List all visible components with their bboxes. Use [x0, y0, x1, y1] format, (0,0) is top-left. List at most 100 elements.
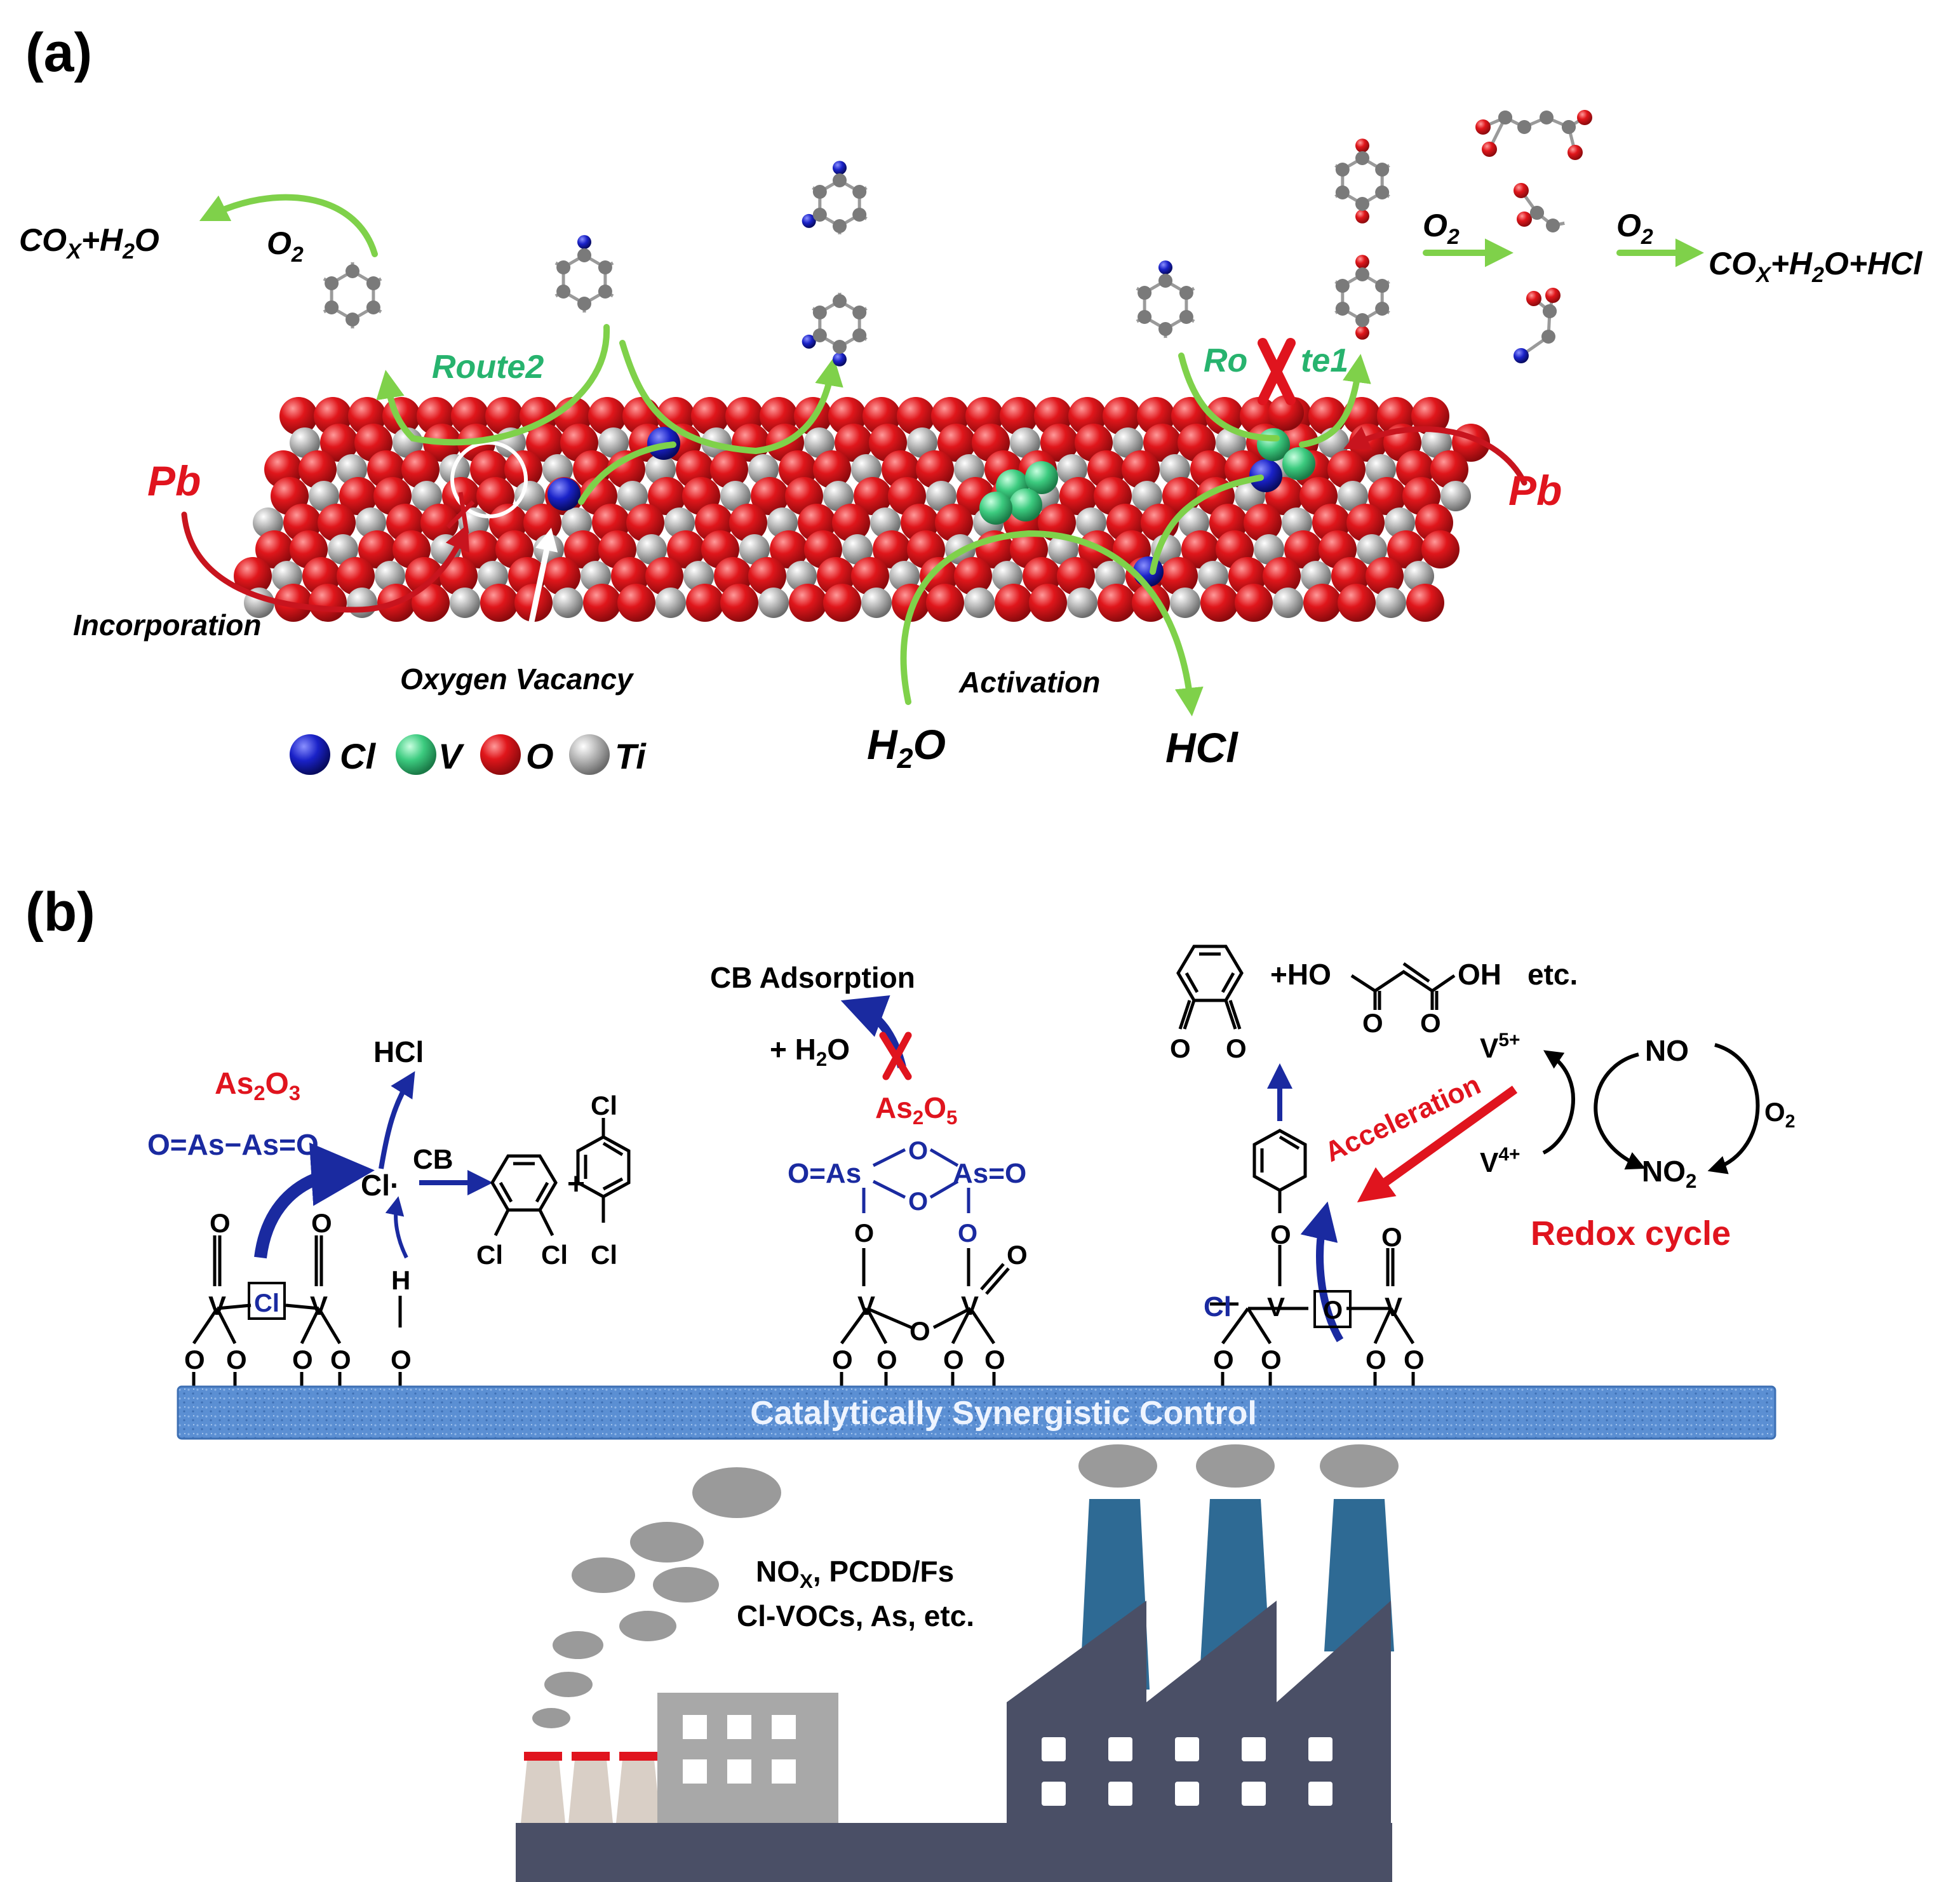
o-atom [1303, 584, 1341, 622]
carbon-atom [325, 300, 339, 314]
o-atom [440, 557, 478, 595]
left-h-label: H [391, 1265, 410, 1295]
o-atom [1368, 477, 1406, 515]
ti-atom [926, 481, 957, 511]
left-o-top-2: O [311, 1208, 332, 1238]
window [1042, 1782, 1066, 1806]
para-cl-1: Cl [591, 1091, 617, 1120]
ti-atom [664, 507, 695, 538]
cox-h2o-hcl-label: COX+H2O+HCl [1708, 246, 1923, 287]
hydrogen-atom [866, 337, 875, 346]
ti-atom [598, 427, 629, 458]
o-atom [789, 584, 827, 622]
ti-atom [1440, 481, 1471, 511]
quinone-ring [1176, 944, 1244, 1030]
o2-mid-label: O2 [1423, 208, 1460, 249]
hydrogen-atom [804, 302, 814, 311]
stack-cap [572, 1752, 610, 1761]
oxygen-vacancy-label: Oxygen Vacancy [400, 662, 634, 696]
vacancy-arrow [518, 527, 558, 674]
dichlorobenzene-ortho [490, 1154, 558, 1237]
hydrogen-atom [1327, 194, 1336, 203]
legend-cl-ball [290, 734, 330, 775]
ti-atom [356, 507, 386, 538]
carbon-atom [1541, 330, 1555, 344]
oxygen-atom [1567, 145, 1583, 160]
ti-atom [1254, 534, 1284, 565]
route2-arrow-cl [619, 340, 843, 455]
activation-arrow [900, 530, 1204, 716]
hydrogen-atom [348, 328, 357, 337]
redox-arrows [1542, 1043, 1760, 1174]
right-o-top: O [1381, 1222, 1402, 1252]
ti-atom [328, 534, 358, 565]
route2-arrow-up [376, 324, 610, 446]
v-atom [1009, 488, 1042, 521]
ti-atom [804, 427, 835, 458]
ti-atom [617, 481, 648, 511]
o-atom [686, 584, 724, 622]
hydrogen-atom [580, 312, 589, 321]
carbon-atom [1335, 163, 1350, 177]
o-atom [526, 424, 564, 462]
carbon-atom [1179, 310, 1193, 324]
smoke-clouds [532, 1444, 1399, 1728]
ti-atom [992, 561, 1023, 591]
legend-v-ball [396, 734, 436, 775]
pollutants-line1: NOX, PCDD/Fs [756, 1555, 954, 1592]
o-atom [1387, 530, 1425, 568]
o-atom [1040, 424, 1078, 462]
ti-atom [954, 454, 984, 485]
grey-building-windows [683, 1715, 796, 1784]
o-atom [832, 504, 870, 542]
cl-vacancy-label: Cl [254, 1289, 279, 1317]
o-atom [480, 584, 518, 622]
o-atom [1366, 557, 1404, 595]
adsorbed-atoms [547, 395, 1315, 587]
ti-atom [720, 481, 751, 511]
chlorine-atom [802, 334, 816, 349]
carbon-atom [366, 276, 380, 290]
oxygen-atom [1514, 183, 1529, 198]
ti-atom [851, 454, 882, 485]
chlorine-atom [833, 352, 847, 366]
ti-atom [683, 561, 714, 591]
v-atom [979, 492, 1012, 525]
o-atom [401, 450, 440, 488]
o-atom [588, 397, 626, 435]
o-atom [1205, 397, 1244, 435]
cl-atom [1249, 459, 1282, 492]
o-atom [897, 397, 935, 435]
o-atom [954, 557, 992, 595]
cb-label: CB [413, 1144, 453, 1175]
o-atom [1000, 397, 1038, 435]
carbon-atom [833, 219, 847, 233]
ti-atom [1057, 454, 1087, 485]
smoke-cloud [553, 1631, 603, 1659]
ti-atom [290, 427, 320, 458]
cl-vacancy-box [248, 1282, 286, 1320]
o-atom [1263, 557, 1301, 595]
carbon-atom [1355, 313, 1369, 327]
o-atom [542, 557, 581, 595]
mid-o-bot-1: O [832, 1345, 853, 1375]
carbon-atom [1540, 111, 1554, 124]
o-atom [412, 584, 450, 622]
pb-arrow-left [181, 511, 470, 613]
smoke-cloud [653, 1567, 719, 1603]
ti-atom [1421, 427, 1452, 458]
h2o-label: H2O [867, 721, 946, 774]
ti-atom [1357, 534, 1387, 565]
o-atom [461, 530, 499, 568]
o-atom [935, 504, 973, 542]
o-atom [1327, 450, 1366, 488]
dichlorobenzene-para [576, 1118, 631, 1223]
oxygen-atom [1355, 138, 1369, 153]
o-atom [1057, 557, 1095, 595]
left-o-bot-5: O [391, 1345, 412, 1375]
ti-atom [767, 507, 798, 538]
ti-atom [450, 588, 480, 618]
panel-a: (a) [19, 22, 1923, 776]
hcl-arrow [379, 1071, 415, 1169]
